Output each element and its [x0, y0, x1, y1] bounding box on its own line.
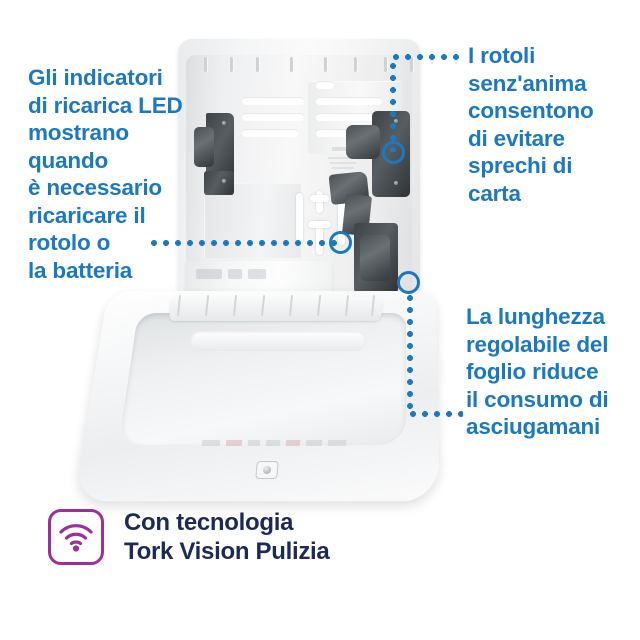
label-print [196, 269, 222, 279]
leader-line-sheet-length-horizontal [407, 411, 463, 417]
left-bracket-foot [204, 171, 234, 195]
roll-holder-peg [310, 195, 329, 202]
screw-icon [394, 181, 398, 185]
cover-instruction-label [199, 437, 351, 449]
roll-holder-peg [316, 221, 323, 255]
vent-slot [242, 97, 304, 104]
screw-icon [394, 119, 398, 123]
leader-line-led-indicators [148, 240, 338, 246]
vent-slot [316, 97, 382, 104]
callout-ring-led-indicators [329, 231, 352, 254]
label-print [228, 269, 242, 279]
cover-dispensing-slot [189, 331, 367, 351]
callout-text-led-indicators: Gli indicatori di ricarica LED mostrano … [28, 65, 183, 283]
dispenser-front-cover [73, 291, 440, 502]
label-print [248, 269, 266, 279]
roll-holder-peg [308, 221, 331, 228]
vent-slot [242, 129, 298, 136]
vent-slot [316, 129, 366, 136]
roll-holder-peg [316, 191, 323, 213]
left-bracket-clip [194, 127, 214, 167]
footer-badge: Con tecnologia Tork Vision Pulizia [48, 508, 330, 566]
screw-icon [222, 121, 226, 125]
footer-technology-label: Con tecnologia Tork Vision Pulizia [124, 509, 330, 565]
roll-holder-peg [338, 191, 345, 245]
cover-ribs [176, 295, 376, 317]
screw-icon [222, 179, 226, 183]
back-plate-top-ribs [204, 57, 414, 73]
feed-roller [360, 235, 390, 281]
vent-slot [242, 113, 304, 120]
callout-ring-sheet-length [397, 271, 420, 294]
roll-holder-peg [296, 193, 303, 243]
leader-line-coreless-horizontal [390, 54, 460, 60]
wifi-icon [48, 509, 104, 565]
callout-ring-coreless-rolls [382, 141, 405, 164]
vent-slot [316, 113, 382, 120]
key-lock-icon [255, 461, 279, 479]
callout-text-coreless-rolls: I rotoli senz'anima consentono di evitar… [468, 43, 594, 206]
leader-line-coreless-vertical [390, 60, 396, 152]
right-bracket-clip [346, 125, 380, 159]
vent-slot [316, 81, 334, 88]
leader-line-sheet-length-vertical [407, 292, 413, 414]
callout-text-adjustable-sheet-length: La lunghezza regolabile del foglio riduc… [466, 304, 609, 439]
